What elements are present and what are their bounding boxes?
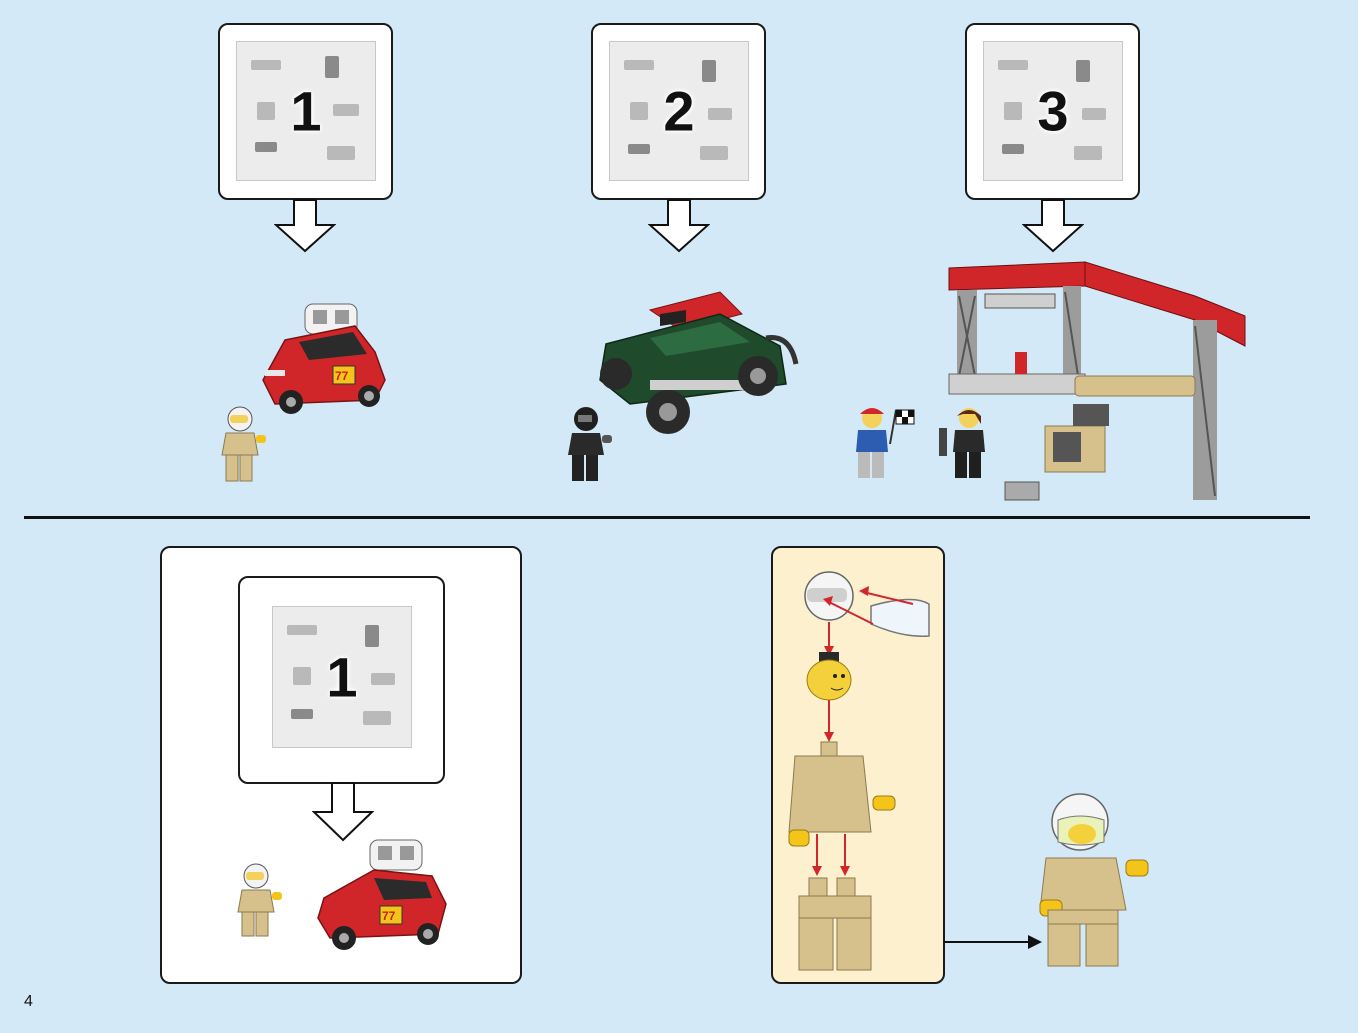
mechanic-minifigure (939, 408, 985, 478)
start-gate-illustration (948, 261, 1246, 501)
right-arrow-icon (944, 935, 1042, 949)
bag-number: 1 (290, 79, 322, 143)
down-arrow-icon (312, 782, 374, 842)
mini-car-red-illustration: 77 (262, 303, 386, 414)
page-number: 4 (24, 993, 33, 1010)
bag-step-panel: 1 77 (160, 546, 522, 984)
racer-minifigure-tan (221, 406, 266, 482)
racer-minifigure-black (568, 407, 612, 481)
bag-number: 3 (1037, 79, 1069, 143)
bag-2-image: 2 (609, 41, 749, 181)
bag-box-2: 2 (591, 23, 766, 200)
bag-3-image: 3 (983, 41, 1123, 181)
racer-minifigure-tan (237, 863, 282, 937)
section-divider (24, 516, 1310, 519)
mini-car-red-illustration: 77 (317, 839, 447, 950)
bag-number: 1 (326, 645, 358, 709)
down-arrow-icon (648, 199, 710, 253)
buggy-green-illustration (599, 291, 799, 434)
assembled-racer-minifigure (1039, 793, 1149, 967)
minifigure-assembly-callout (771, 546, 945, 984)
svg-text:77: 77 (382, 909, 396, 923)
minifigure-assembly-parts (788, 571, 930, 971)
down-arrow-icon (274, 199, 336, 253)
bag-box-step: 1 (238, 576, 445, 784)
bag-step-image: 1 (272, 606, 412, 748)
flag-marshal-minifigure (856, 408, 915, 478)
bag-number: 2 (663, 79, 695, 143)
bag-box-1: 1 (218, 23, 393, 200)
bag-box-3: 3 (965, 23, 1140, 200)
down-arrow-icon (1022, 199, 1084, 253)
svg-text:77: 77 (335, 369, 349, 383)
bag-1-image: 1 (236, 41, 376, 181)
